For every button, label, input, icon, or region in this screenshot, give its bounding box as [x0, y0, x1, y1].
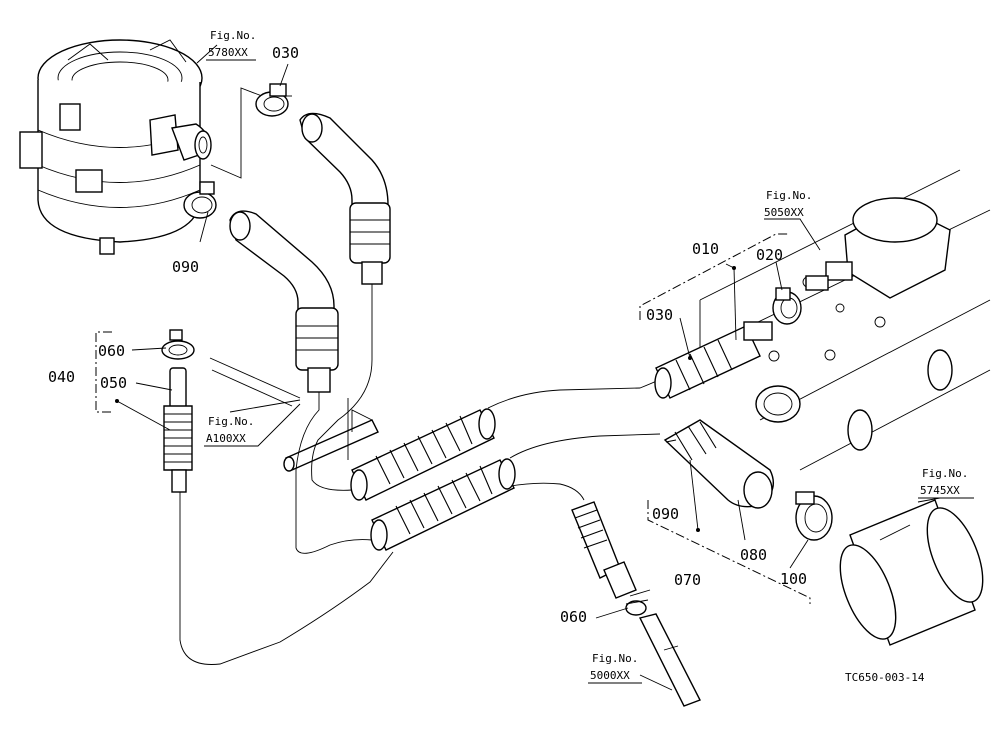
figure-ref-5000: Fig.No. 5000XX: [588, 652, 642, 684]
figure-ref-5745: Fig.No. 5745XX: [918, 467, 974, 499]
part-number-030-right: 030: [646, 306, 673, 324]
part-number-090-right: 090: [652, 505, 679, 523]
drawing-code: TC650-003-14: [845, 671, 925, 684]
part-number-070: 070: [674, 571, 701, 589]
clamp-100: [795, 491, 833, 541]
part-number-050: 050: [100, 374, 127, 392]
leader-5780-frame: [210, 87, 263, 179]
leader-5745: [917, 497, 941, 503]
figure-ref-a100: Fig.No. A100XX: [204, 403, 301, 447]
clamp-090-left: [183, 181, 217, 219]
part-number-090-left: 090: [172, 258, 199, 276]
intake-manifold: [699, 169, 991, 471]
figure-ref-5745-line1: Fig.No.: [922, 467, 968, 480]
figure-ref-5050-line2: 5050XX: [764, 206, 804, 219]
clamp-020: [772, 287, 802, 325]
corrugated-hose-lower: [370, 458, 516, 551]
hose-080: [663, 419, 774, 509]
part-number-020: 020: [756, 246, 783, 264]
hose-routing-lines: [179, 284, 663, 665]
clamp-060-left: [161, 329, 195, 360]
clamp-030-top: [255, 83, 292, 117]
leader-5000: [639, 674, 673, 691]
figure-ref-5780-line2: 5780XX: [208, 46, 248, 59]
part-number-060-bottom: 060: [560, 608, 587, 626]
part-number-100: 100: [780, 570, 807, 588]
upper-elbow-hose: [299, 112, 391, 285]
breather-hose-050: [163, 367, 193, 493]
figure-ref-5780: Fig.No. 5780XX: [206, 29, 256, 61]
figure-ref-5745-line2: 5745XX: [920, 484, 960, 497]
figure-ref-5050: Fig.No. 5050XX: [764, 189, 812, 219]
bracket-070: [647, 500, 811, 604]
figure-ref-a100-line2: A100XX: [206, 432, 246, 445]
corrugated-hose-upper: [350, 408, 496, 501]
part-number-010: 010: [692, 240, 719, 258]
part-number-040: 040: [48, 368, 75, 386]
figure-ref-5780-line1: Fig.No.: [210, 29, 256, 42]
figure-ref-5000-line2: 5000XX: [590, 669, 630, 682]
figure-ref-5050-line1: Fig.No.: [766, 189, 812, 202]
leader-lines: [115, 63, 809, 619]
corrugated-hose-030-right: [654, 321, 773, 399]
bracket-010: [639, 233, 790, 320]
pipe-5745: [839, 499, 984, 646]
part-number-080: 080: [740, 546, 767, 564]
part-number-060-left: 060: [98, 342, 125, 360]
bottom-corrugated-hose: [571, 501, 701, 707]
air-cleaner-assembly: [19, 39, 212, 255]
figure-ref-5000-line1: Fig.No.: [592, 652, 638, 665]
figure-ref-a100-line1: Fig.No.: [208, 415, 254, 428]
tube-a100: [283, 409, 379, 472]
fuel-sensor-housing: [805, 197, 951, 299]
lower-elbow-hose: [229, 210, 339, 393]
leader-5050: [764, 218, 821, 251]
part-number-030-top: 030: [272, 44, 299, 62]
leader-5780: [196, 44, 218, 64]
bracket-040: [95, 331, 112, 413]
